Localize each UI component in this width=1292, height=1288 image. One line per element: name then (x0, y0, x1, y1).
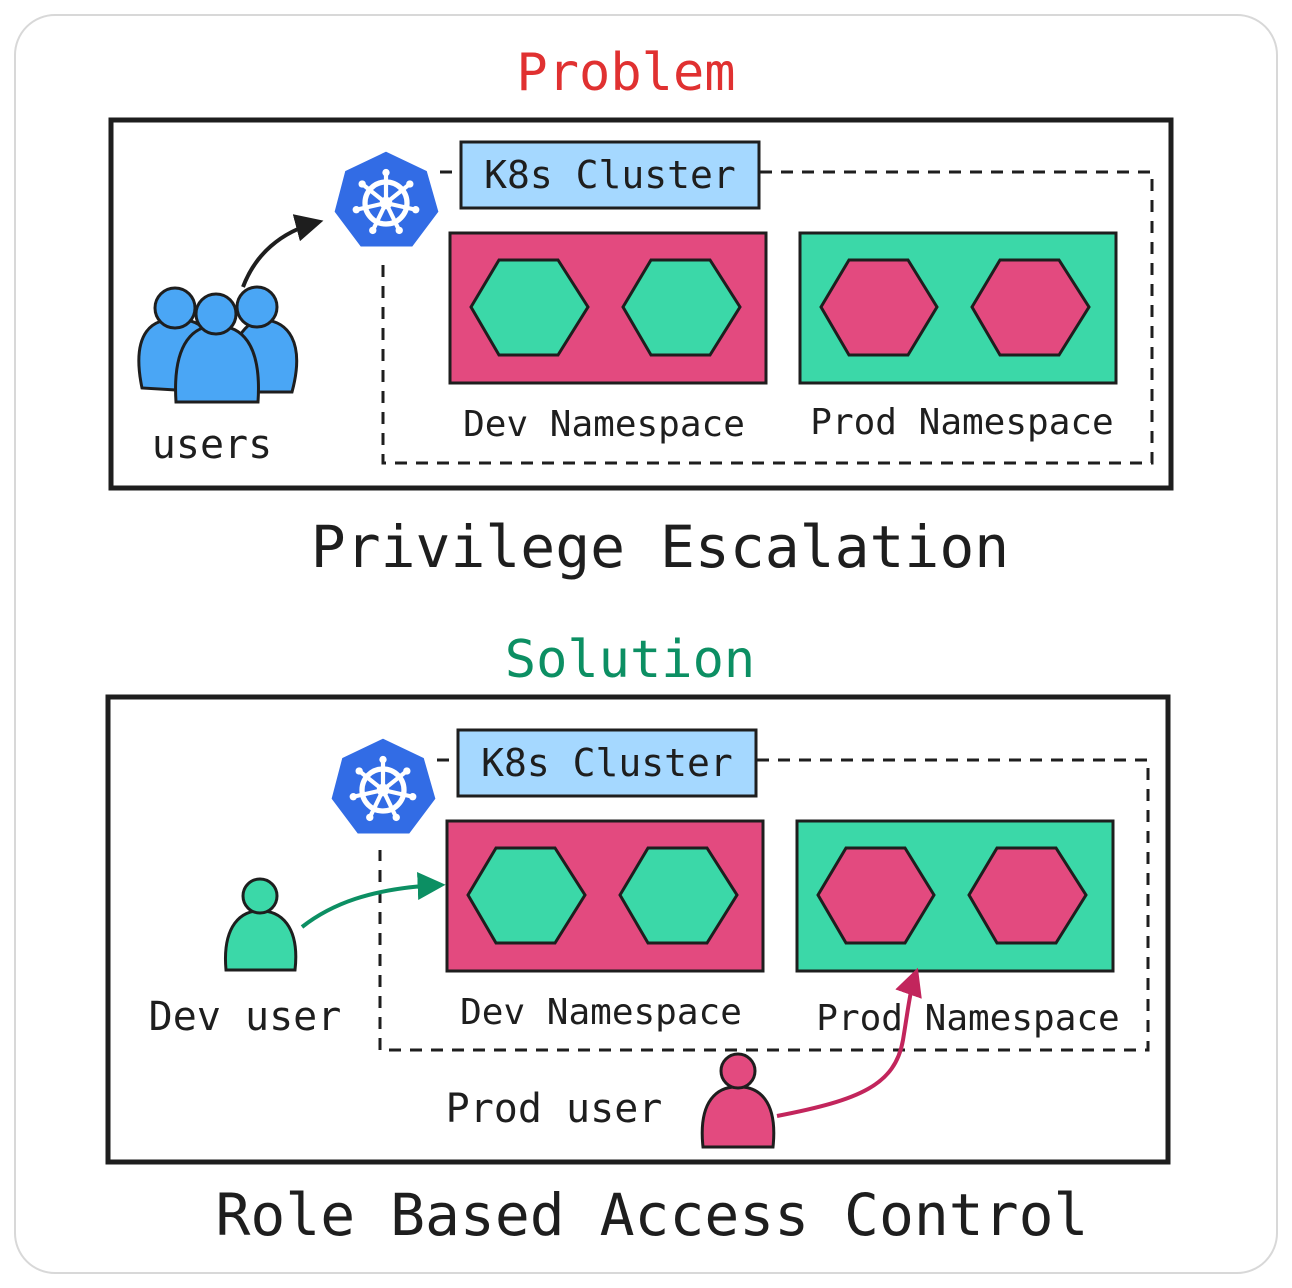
problem-prod-namespace-label: Prod Namespace (810, 402, 1113, 443)
user-icon (223, 877, 298, 972)
problem-dev-pod-2 (621, 258, 742, 357)
solution-prod-pod-1 (816, 846, 936, 945)
solution-cluster-label-box: K8s Cluster (456, 728, 758, 798)
solution-heading: Solution (505, 630, 755, 690)
solution-dev-pod-1 (466, 846, 587, 945)
solution-cluster-label: K8s Cluster (481, 741, 733, 785)
kubernetes-helm-icon (328, 735, 439, 837)
user-group-icon (137, 285, 299, 404)
kubernetes-helm-icon (331, 148, 442, 250)
solution-prod-namespace-label: Prod Namespace (816, 998, 1119, 1039)
solution-caption: Role Based Access Control (216, 1181, 1089, 1249)
users-to-cluster-arrow (241, 214, 324, 288)
problem-frame (108, 117, 1174, 491)
prod-user-access-arrow (776, 967, 922, 1118)
dev-user-label: Dev user (149, 994, 342, 1040)
dev-user-access-arrow (300, 871, 446, 929)
users-label: users (152, 422, 272, 468)
problem-dev-pod-1 (469, 258, 590, 357)
solution-frame (105, 694, 1171, 1165)
prod-user-label: Prod user (446, 1086, 663, 1132)
problem-heading: Problem (516, 43, 735, 103)
problem-cluster-label: K8s Cluster (484, 153, 736, 197)
problem-prod-pod-2 (970, 258, 1091, 357)
solution-prod-pod-2 (967, 846, 1088, 945)
solution-cluster-boundary (378, 758, 1150, 1052)
problem-dev-namespace-label: Dev Namespace (463, 404, 745, 445)
user-icon (700, 1052, 776, 1149)
solution-dev-pod-2 (618, 846, 739, 945)
problem-prod-pod-1 (819, 258, 939, 357)
solution-dev-namespace-label: Dev Namespace (460, 992, 742, 1033)
problem-caption: Privilege Escalation (311, 513, 1009, 581)
problem-cluster-label-box: K8s Cluster (459, 140, 761, 210)
problem-cluster-boundary (381, 170, 1154, 465)
